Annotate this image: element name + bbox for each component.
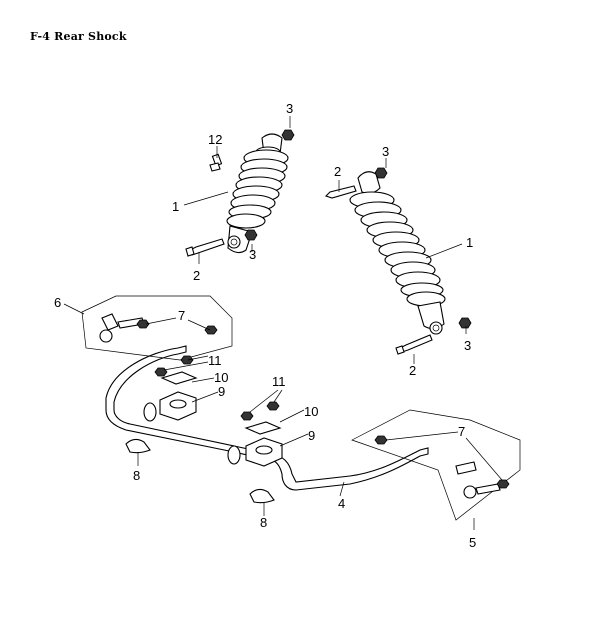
left-shock-absorber xyxy=(226,133,289,254)
bolt-right-shock-upper xyxy=(324,185,357,199)
callout-1-right: 1 xyxy=(466,235,473,250)
callout-3-left-upper: 3 xyxy=(286,101,293,116)
nut-right-shock-lower xyxy=(458,317,472,329)
right-shock-absorber xyxy=(349,171,446,335)
left-shock-spring xyxy=(226,149,289,229)
callout-2-right-upper: 2 xyxy=(334,164,341,179)
nut-right-shock-upper xyxy=(374,167,388,179)
bolt-left-shock-lower xyxy=(185,238,225,257)
callout-6: 6 xyxy=(54,295,61,310)
callout-7-right: 7 xyxy=(458,424,465,439)
left-bracket-cluster xyxy=(125,355,198,454)
callout-7-left: 7 xyxy=(178,308,185,323)
callout-1-left: 1 xyxy=(172,199,179,214)
callout-8-right: 8 xyxy=(260,515,267,530)
callout-3-left-lower: 3 xyxy=(249,247,256,262)
callout-9-right: 9 xyxy=(308,428,315,443)
callout-11-right: 11 xyxy=(272,374,286,389)
callout-3-right-upper: 3 xyxy=(382,144,389,159)
callout-8-left: 8 xyxy=(133,468,140,483)
callout-11-left: 11 xyxy=(208,353,222,368)
callout-3-right-lower: 3 xyxy=(464,338,471,353)
right-bracket-cluster xyxy=(240,401,283,504)
callout-2-left-lower: 2 xyxy=(193,268,200,283)
callout-10-left: 10 xyxy=(214,370,228,385)
bolt-right-shock-lower xyxy=(395,334,433,355)
right-end-link-group xyxy=(351,409,521,521)
right-shock-spring xyxy=(349,191,446,307)
callout-labels: 1 1 2 2 2 3 3 3 3 4 5 6 7 7 8 8 9 9 10 1… xyxy=(54,101,476,550)
left-end-link-group xyxy=(81,295,233,361)
callout-2-right-lower: 2 xyxy=(409,363,416,378)
nut-left-shock-upper xyxy=(281,129,295,141)
callout-12: 12 xyxy=(208,132,222,147)
leader-lines xyxy=(63,116,503,530)
bolt-12 xyxy=(209,153,223,172)
nut-left-shock-lower xyxy=(244,229,258,241)
stabilizer-bar xyxy=(105,345,429,491)
callout-4: 4 xyxy=(338,496,345,511)
diagram-title: F-4 Rear Shock xyxy=(30,30,127,43)
callout-5: 5 xyxy=(469,535,476,550)
callout-10-right: 10 xyxy=(304,404,318,419)
callout-9-left: 9 xyxy=(218,384,225,399)
